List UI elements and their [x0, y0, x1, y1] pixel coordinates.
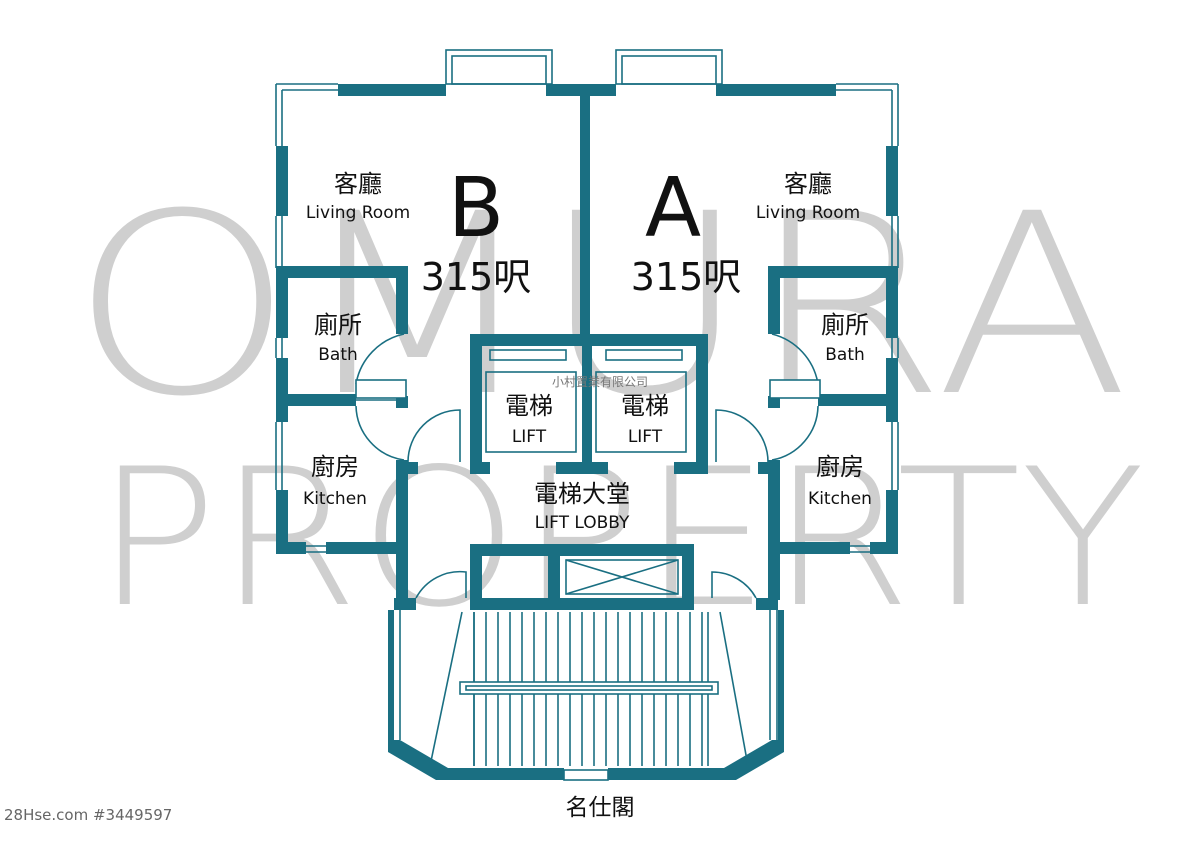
staircase: [429, 611, 749, 767]
unit-a-bath-zh: 廁所: [821, 311, 869, 339]
unit-b-kitchen-zh: 廚房: [311, 453, 359, 481]
unit-a-living-zh: 客廳: [784, 170, 832, 198]
listing-reference: 28Hse.com #3449597: [4, 806, 172, 824]
unit-b-bath-en: Bath: [318, 345, 358, 365]
lobby-en: LIFT LOBBY: [535, 513, 630, 533]
watermark-line2: PROPERTY: [95, 428, 1145, 649]
watermark: OMURA PROPERTY: [70, 160, 1145, 649]
doors: [355, 333, 821, 599]
duct: [565, 559, 679, 595]
unit-a-living-en: Living Room: [756, 203, 860, 223]
unit-a-area: 315呎: [631, 255, 742, 299]
lift-2-zh: 電梯: [621, 392, 669, 420]
walls: [276, 84, 898, 780]
lift-1-zh: 電梯: [505, 392, 553, 420]
lobby-zh: 電梯大堂: [534, 480, 630, 508]
unit-b-letter: B: [448, 161, 504, 256]
unit-b-area: 315呎: [421, 255, 532, 299]
unit-a-bath-en: Bath: [825, 345, 865, 365]
unit-b-living-zh: 客廳: [334, 170, 382, 198]
unit-b: B 315呎 客廳 Living Room 廁所 Bath 廚房 Kitchen: [303, 161, 531, 509]
watermark-line1: OMURA: [70, 160, 1130, 451]
lift-2-en: LIFT: [628, 427, 663, 447]
watermark-company: 小村置業有限公司: [552, 375, 648, 389]
lift-1-en: LIFT: [512, 427, 547, 447]
unit-a: A 315呎 客廳 Living Room 廁所 Bath 廚房 Kitchen: [631, 161, 872, 509]
unit-b-bath-zh: 廁所: [314, 311, 362, 339]
building-name: 名仕閣: [566, 795, 635, 821]
unit-a-kitchen-zh: 廚房: [816, 453, 864, 481]
unit-a-kitchen-en: Kitchen: [808, 489, 872, 509]
unit-a-letter: A: [645, 161, 701, 256]
core-labels: 小村置業有限公司 電梯 LIFT 電梯 LIFT 電梯大堂 LIFT LOBBY: [505, 375, 669, 533]
unit-b-kitchen-en: Kitchen: [303, 489, 367, 509]
unit-b-living-en: Living Room: [306, 203, 410, 223]
